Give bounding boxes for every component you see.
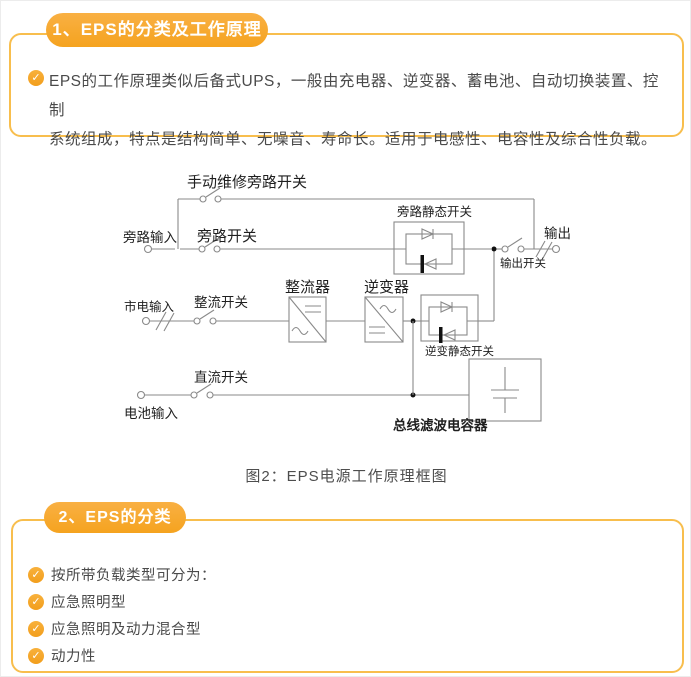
rectifier-box	[288, 296, 327, 343]
bypass-input-terminal	[143, 244, 153, 254]
rectifier-switch-contact	[193, 317, 201, 325]
diode-icon	[423, 258, 437, 270]
list-item-label: 应急照明型	[51, 595, 126, 611]
dc-switch-contact	[190, 391, 198, 399]
check-icon: ✓	[28, 593, 44, 610]
section1-box	[9, 33, 684, 137]
diode-icon	[421, 228, 435, 240]
paragraph-line: 系统组成，特点是结构简单、无噪音、寿命长。适用于电感性、电容性及综合性负载。	[49, 131, 658, 148]
label-output: 输出	[544, 226, 571, 241]
static-switch-loop	[428, 306, 468, 336]
list-item: ✓ 按所带负载类型可分为：	[28, 561, 648, 588]
label-inverter-static-switch: 逆变静态开关	[425, 344, 494, 358]
label-manual-bypass-switch: 手动维修旁路开关	[187, 174, 307, 191]
ac-symbol	[379, 304, 397, 314]
manual-bypass-switch-contact	[199, 195, 207, 203]
label-output-switch: 输出开关	[500, 256, 546, 270]
list-item-label: 应急照明及动力混合型	[51, 622, 201, 638]
label-bus-filter-capacitor: 总线滤波电容器	[393, 417, 488, 433]
switch-blade	[204, 237, 220, 248]
section1-paragraph: ✓ EPS的工作原理类似后备式UPS，一般由充电器、逆变器、蓄电池、自动切换装置…	[28, 67, 664, 154]
output-switch-contact	[501, 245, 509, 253]
inverter-static-switch-box	[420, 294, 479, 342]
capacitor-symbol	[491, 367, 519, 413]
dc-symbol	[305, 305, 321, 313]
diode-icon	[442, 329, 456, 341]
list-item-label: 按所带负载类型可分为：	[51, 568, 216, 584]
dc-symbol	[369, 326, 385, 334]
phase-slash	[535, 240, 553, 259]
label-rectifier: 整流器	[285, 279, 330, 296]
section1-title-pill: 1、EPS的分类及工作原理	[46, 13, 268, 47]
battery-input-terminal	[136, 390, 146, 400]
bypass-switch-contact	[198, 245, 206, 253]
switch-blade	[199, 309, 215, 320]
check-icon: ✓	[28, 647, 44, 664]
section1-title: 1、EPS的分类及工作原理	[52, 20, 262, 39]
bypass-static-switch-box	[393, 221, 465, 275]
mains-input-terminal	[141, 316, 151, 326]
static-switch-loop	[405, 233, 453, 265]
label-dc-switch: 直流开关	[194, 370, 248, 385]
ac-symbol	[291, 326, 309, 336]
classification-list: ✓ 按所带负载类型可分为： ✓ 应急照明型 ✓ 应急照明及动力混合型 ✓ 动力性	[28, 561, 648, 669]
switch-blade	[205, 187, 221, 198]
capacitor-box	[468, 358, 542, 422]
output-terminal	[551, 244, 561, 254]
diagram-wires	[136, 187, 561, 422]
list-item-label: 动力性	[51, 649, 96, 665]
switch-blade	[196, 383, 212, 394]
section2-title-pill: 2、EPS的分类	[44, 502, 186, 533]
junction-dot	[491, 246, 497, 252]
list-item: ✓ 应急照明型	[28, 588, 648, 615]
list-item: ✓ 应急照明及动力混合型	[28, 615, 648, 642]
label-bypass-input: 旁路输入	[123, 229, 177, 245]
check-icon: ✓	[28, 566, 44, 583]
eps-principle-diagram: 手动维修旁路开关 旁路输入 旁路开关 旁路静态开关 输出 输出开关 整流器 逆变…	[123, 174, 571, 433]
section1-paragraph-text: EPS的工作原理类似后备式UPS，一般由充电器、逆变器、蓄电池、自动切换装置、控…	[49, 67, 664, 154]
label-bypass-switch: 旁路开关	[197, 228, 257, 245]
label-inverter: 逆变器	[364, 279, 409, 296]
diode-icon	[440, 301, 454, 313]
label-bypass-static-switch: 旁路静态开关	[397, 204, 472, 219]
section2-box	[11, 519, 684, 673]
thyristor-bar	[420, 255, 424, 273]
figure-caption: 图2：EPS电源工作原理框图	[245, 468, 448, 485]
switch-blade	[507, 237, 523, 248]
label-mains-input: 市电输入	[124, 299, 175, 314]
list-item: ✓ 动力性	[28, 642, 648, 669]
phase-slash	[155, 311, 175, 332]
inverter-box	[364, 296, 404, 343]
check-icon: ✓	[28, 620, 44, 637]
section2-title: 2、EPS的分类	[58, 509, 172, 526]
label-battery-input: 电池输入	[124, 406, 178, 421]
check-icon: ✓	[28, 70, 44, 86]
thyristor-bar	[439, 327, 443, 343]
label-rectifier-switch: 整流开关	[194, 295, 248, 310]
paragraph-line: EPS的工作原理类似后备式UPS，一般由充电器、逆变器、蓄电池、自动切换装置、控…	[49, 73, 659, 119]
